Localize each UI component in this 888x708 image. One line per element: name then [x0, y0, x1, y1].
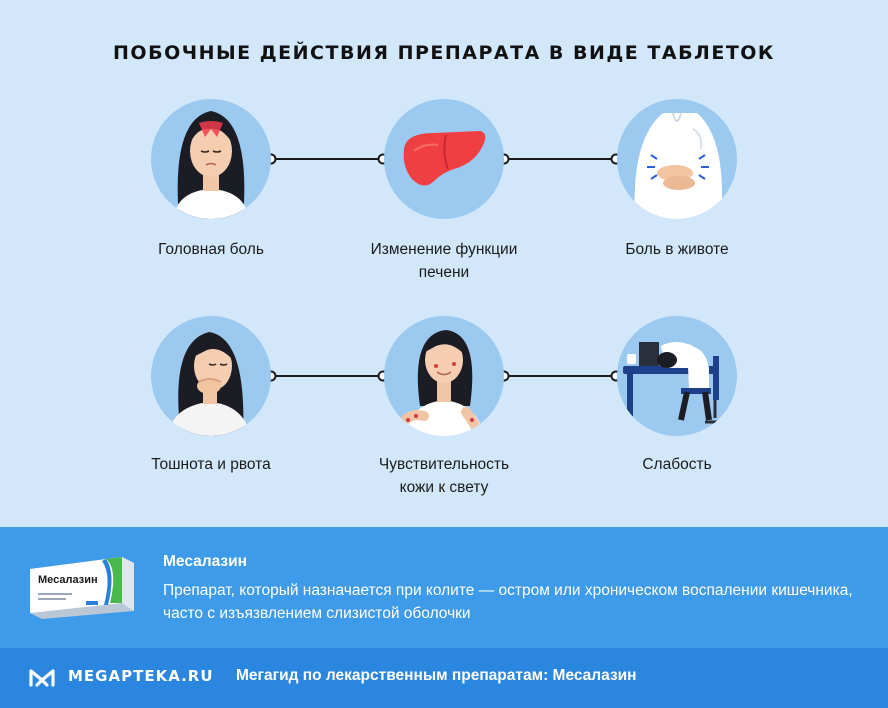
drug-name: Месалазин: [163, 553, 248, 570]
nausea-woman-icon: [151, 316, 271, 436]
drug-pack-label: Месалазин: [38, 574, 98, 586]
brand-name-link[interactable]: MEGAPTEKA.RU: [68, 667, 214, 685]
footer-bar: [0, 648, 888, 708]
connector-1-2: [265, 153, 389, 165]
effect-label-skin: Чувствительность кожи к свету: [378, 456, 510, 496]
connector-5-6: [498, 370, 622, 382]
skin-sensitivity-woman-icon: [384, 316, 504, 436]
effect-label-headache: Головная боль: [158, 241, 264, 258]
effect-label-nausea: Тошнота и рвота: [151, 456, 271, 473]
liver-icon: [384, 99, 504, 219]
drug-info-band: [0, 527, 888, 648]
stomach-pain-man-icon: [617, 99, 737, 219]
effect-label-stomach: Боль в животе: [625, 241, 729, 258]
drug-pack-image: Месалазин: [30, 557, 134, 619]
megapteka-logo-icon: [29, 669, 55, 687]
page-title: ПОБОЧНЫЕ ДЕЙСТВИЯ ПРЕПАРАТА В ВИДЕ ТАБЛЕ…: [113, 42, 775, 64]
connector-2-3: [498, 153, 622, 165]
connector-4-5: [265, 370, 389, 382]
effect-label-weakness: Слабость: [642, 456, 712, 473]
effect-label-liver: Изменение функции печени: [370, 241, 518, 281]
drug-description: Препарат, который назначается при колите…: [163, 582, 853, 622]
weakness-person-at-desk-icon: [617, 316, 737, 436]
footer-caption: Мегагид по лекарственным препаратам: Мес…: [236, 667, 637, 684]
headache-woman-icon: [151, 99, 271, 219]
